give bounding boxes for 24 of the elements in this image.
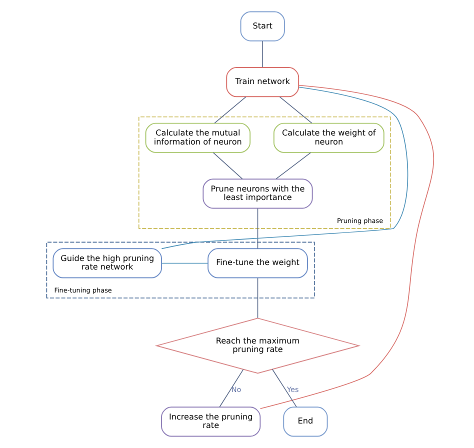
connector bbox=[276, 152, 311, 180]
node-box: Calculate the mutual information of neuron bbox=[145, 122, 251, 153]
node-box: Start bbox=[240, 11, 285, 42]
node-box: Fine-tune the weight bbox=[208, 248, 308, 278]
edge-label: No bbox=[231, 384, 242, 394]
connector bbox=[279, 96, 312, 124]
connector bbox=[214, 96, 246, 124]
node-diamond: Reach the maximum pruning rate bbox=[154, 318, 361, 374]
connector bbox=[257, 208, 258, 249]
edge-label: Yes bbox=[287, 384, 299, 394]
connector bbox=[212, 152, 243, 180]
connector bbox=[161, 86, 408, 250]
node-box: End bbox=[283, 406, 328, 437]
connector bbox=[257, 278, 258, 318]
node-box: Calculate the weight of neuron bbox=[273, 122, 384, 153]
node-box: Guide the high pruning rate network bbox=[52, 248, 162, 278]
connector bbox=[161, 262, 208, 264]
node-box: Train network bbox=[226, 67, 300, 98]
connector bbox=[262, 40, 263, 68]
connector bbox=[272, 368, 297, 408]
connector bbox=[219, 369, 244, 408]
node-box: Increase the pruning rate bbox=[161, 406, 261, 437]
node-box: Prune neurons with the least importance bbox=[202, 178, 313, 209]
connector bbox=[260, 84, 434, 410]
